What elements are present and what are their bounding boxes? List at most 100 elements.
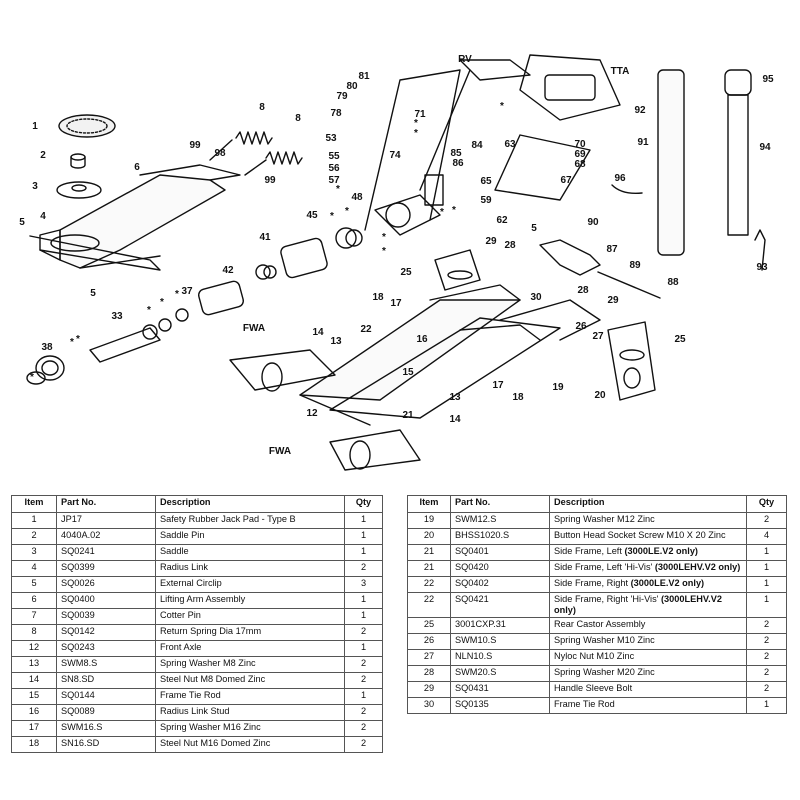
callout-89: 89 [629, 260, 641, 271]
cell-item: 14 [11, 672, 57, 689]
cell-description: Safety Rubber Jack Pad - Type B [155, 512, 345, 529]
cell-description: Button Head Socket Screw M10 X 20 Zinc [549, 528, 747, 545]
cell-item: 15 [11, 688, 57, 705]
callout-17: 17 [390, 298, 402, 309]
callout-42: 42 [222, 265, 234, 276]
description-text: Spring Washer M8 Zinc [160, 658, 256, 668]
description-text: Lifting Arm Assembly [160, 594, 246, 604]
cell-qty: 1 [344, 608, 383, 625]
description-text: Cotter Pin [160, 610, 201, 620]
callout-55: 55 [328, 151, 340, 162]
callout-90: 90 [587, 217, 599, 228]
cell-part-no: SQ0401 [450, 544, 550, 561]
cell-description: Spring Washer M20 Zinc [549, 665, 747, 682]
callout-8b: 8 [295, 113, 301, 124]
cell-qty: 1 [746, 544, 787, 561]
callout-15: 15 [402, 367, 414, 378]
cell-part-no: SWM10.S [450, 633, 550, 650]
cell-description: Steel Nut M16 Domed Zinc [155, 736, 345, 753]
cell-item: 30 [407, 697, 451, 714]
cell-description: Spring Washer M10 Zinc [549, 633, 747, 650]
cell-item: 19 [407, 512, 451, 529]
star-marker: * [452, 205, 456, 216]
callout-12: 12 [306, 408, 318, 419]
cell-qty: 2 [746, 617, 787, 634]
callout-28b: 28 [577, 285, 589, 296]
cell-part-no: SWM20.S [450, 665, 550, 682]
callout-33: 33 [111, 311, 123, 322]
cell-description: Side Frame, Right 'Hi-Vis' (3000LEHV.V2 … [549, 592, 747, 618]
description-text: Side Frame, Left 'Hi-Vis' [554, 562, 655, 572]
callout-56: 56 [328, 163, 340, 174]
description-text: Rear Castor Assembly [554, 619, 646, 629]
description-text: Frame Tie Rod [554, 699, 615, 709]
cell-part-no: SQ0135 [450, 697, 550, 714]
star-marker: * [30, 372, 34, 383]
callout-67: 67 [560, 175, 572, 186]
cell-part-no: SWM8.S [56, 656, 156, 673]
cell-qty: 2 [746, 633, 787, 650]
cell-description: Nyloc Nut M10 Zinc [549, 649, 747, 666]
cell-description: Steel Nut M8 Domed Zinc [155, 672, 345, 689]
callout-29b: 29 [607, 295, 619, 306]
model-note: (3000LEHV.V2 only) [554, 594, 722, 615]
callout-25: 25 [400, 267, 412, 278]
callout-14: 14 [312, 327, 324, 338]
cell-part-no: 4040A.02 [56, 528, 156, 545]
cell-part-no: NLN10.S [450, 649, 550, 666]
callout-29: 29 [485, 236, 497, 247]
callout-79: 79 [336, 91, 348, 102]
callout-62: 62 [496, 215, 508, 226]
cell-item: 17 [11, 720, 57, 737]
cell-part-no: BHSS1020.S [450, 528, 550, 545]
cell-part-no: SQ0400 [56, 592, 156, 609]
cell-qty: 1 [344, 512, 383, 529]
cell-description: Radius Link Stud [155, 704, 345, 721]
callout-26: 26 [575, 321, 587, 332]
cell-part-no: SQ0039 [56, 608, 156, 625]
col-part-no: Part No. [450, 495, 550, 513]
callout-68: 68 [574, 159, 586, 170]
cell-item: 5 [11, 576, 57, 593]
cell-description: Handle Sleeve Bolt [549, 681, 747, 698]
cell-item: 22 [407, 592, 451, 618]
description-text: Spring Washer M10 Zinc [554, 635, 655, 645]
cell-qty: 1 [746, 576, 787, 593]
callout-74: 74 [389, 150, 401, 161]
callout-13b: 13 [449, 392, 461, 403]
callout-59: 59 [480, 195, 492, 206]
star-marker: * [440, 207, 444, 218]
callout-86: 86 [452, 158, 464, 169]
cell-qty: 2 [746, 512, 787, 529]
callout-17b: 17 [492, 380, 504, 391]
cell-item: 27 [407, 649, 451, 666]
star-marker: * [414, 128, 418, 139]
description-text: Side Frame, Right 'Hi-Vis' [554, 594, 661, 604]
callout-69: 69 [574, 149, 586, 160]
callout-25b: 25 [674, 334, 686, 345]
star-marker: * [336, 184, 340, 195]
cell-qty: 1 [746, 560, 787, 577]
callout-80: 80 [346, 81, 358, 92]
star-marker: * [76, 334, 80, 345]
cell-description: Frame Tie Rod [155, 688, 345, 705]
callout-53: 53 [325, 133, 337, 144]
col-item: Item [407, 495, 451, 513]
callout-2: 2 [40, 150, 46, 161]
callout-63: 63 [504, 139, 516, 150]
